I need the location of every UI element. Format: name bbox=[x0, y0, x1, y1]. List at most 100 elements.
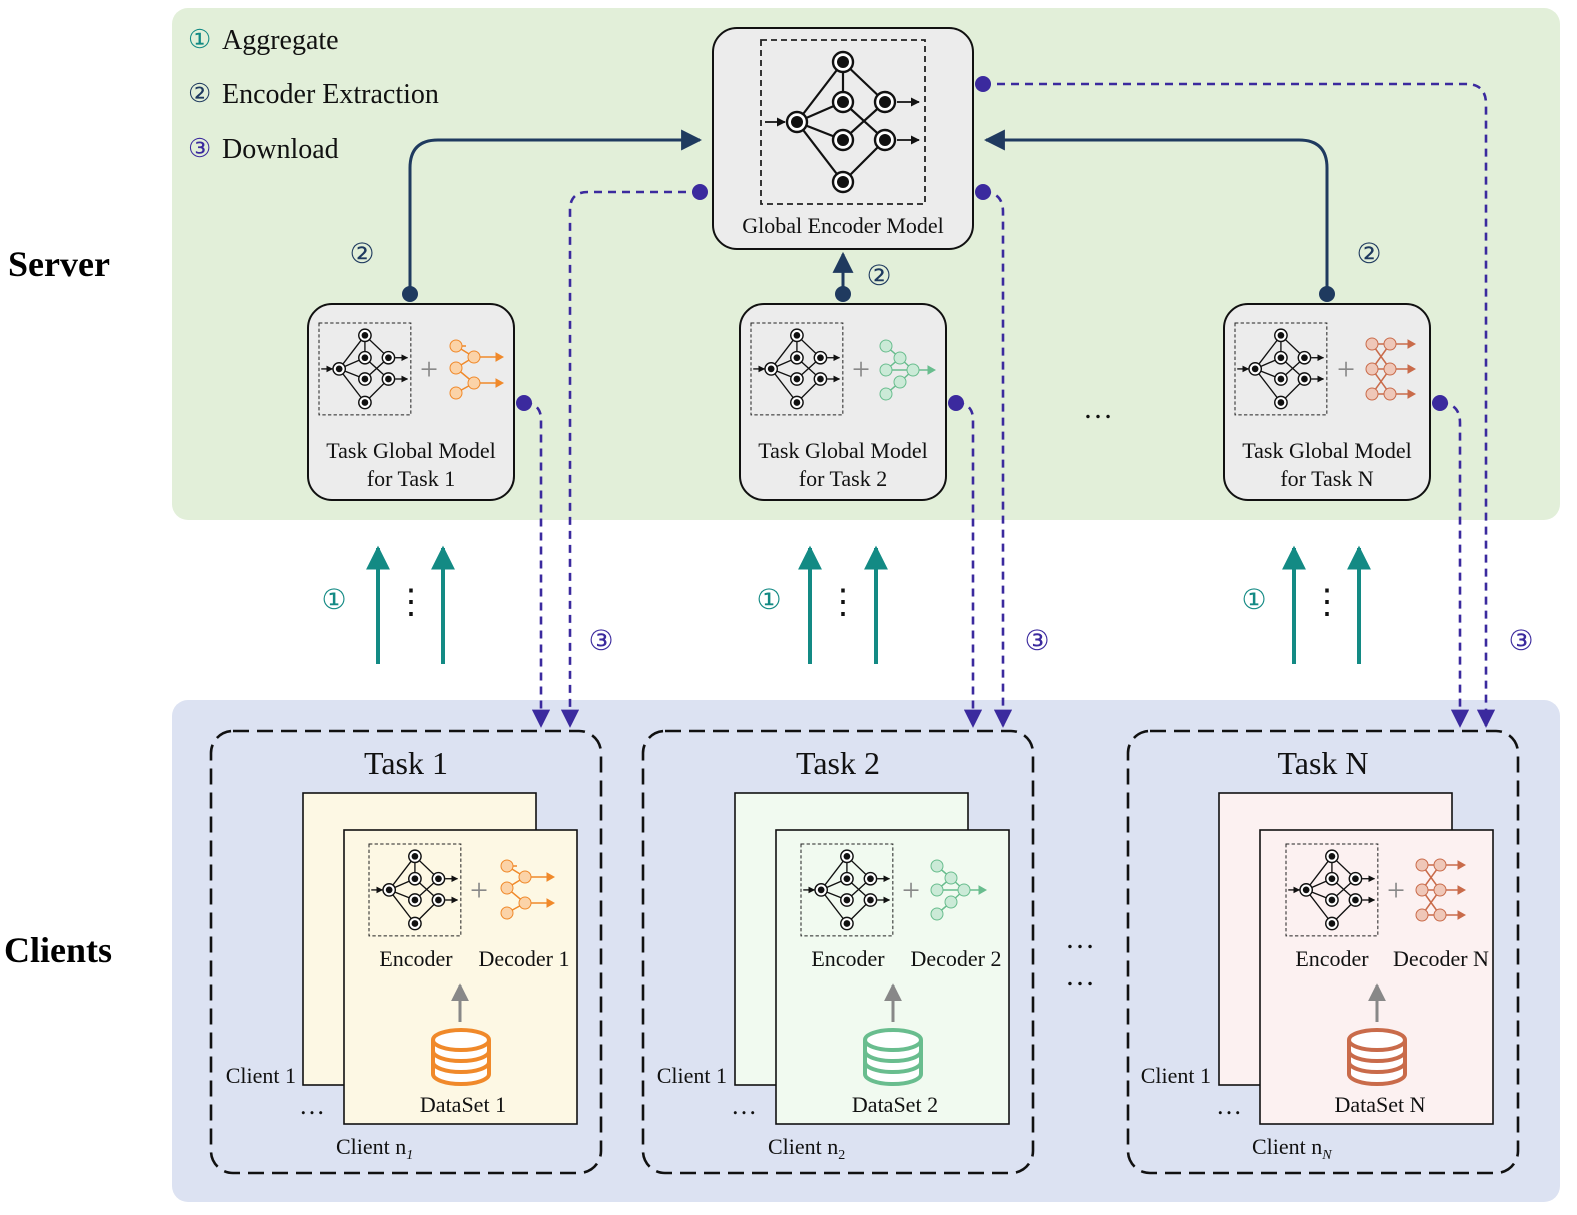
legend-aggregate-number: ① bbox=[188, 25, 211, 54]
database-icon bbox=[1347, 1028, 1407, 1086]
database-icon bbox=[431, 1028, 491, 1086]
task-model-label-line2: for Task 2 bbox=[799, 466, 887, 491]
client-first-label: Client 1 bbox=[226, 1063, 296, 1088]
encoder-label: Encoder bbox=[811, 946, 885, 971]
task-group-border bbox=[1126, 729, 1520, 1175]
global-encoder-network-icon bbox=[760, 39, 926, 205]
client-last-subscript: N bbox=[1321, 1148, 1332, 1163]
extraction-arrow-origins bbox=[402, 286, 1335, 302]
aggregate-arrows bbox=[366, 545, 1371, 664]
task-model-label-line1: Task Global Model bbox=[326, 438, 496, 463]
client-group-taskN: Task N + bbox=[1126, 729, 1520, 1175]
client-last-label: Client nN bbox=[1252, 1134, 1332, 1163]
extraction-marker-taskN: ② bbox=[1356, 239, 1381, 270]
encoder-label: Encoder bbox=[379, 946, 453, 971]
download-arrow-global-to-taskN bbox=[983, 82, 1496, 728]
download-marker-task2: ③ bbox=[1024, 626, 1049, 657]
server-row-label: Server bbox=[8, 244, 110, 284]
aggregate-vertical-ellipses: ⋮ ⋮ ⋮ bbox=[394, 584, 1344, 621]
aggregate-marker-taskN: ① bbox=[1241, 585, 1266, 616]
extraction-origin-dot bbox=[1319, 286, 1335, 302]
dataset-label: DataSet N bbox=[1334, 1092, 1425, 1117]
legend-download-number: ③ bbox=[188, 134, 211, 163]
task-global-model-task1: + Task Global Model for Task 1 bbox=[307, 303, 515, 501]
download-markers: ③ ③ ③ bbox=[588, 626, 1533, 657]
task-global-model-task2: + Task Global Model for Task 2 bbox=[739, 303, 947, 501]
network-node-cores bbox=[791, 56, 891, 188]
legend-item-download: ③ Download bbox=[188, 134, 339, 165]
task-model-label-line2: for Task 1 bbox=[367, 466, 455, 491]
encoder-network-icon bbox=[318, 322, 412, 416]
task-group-title: Task N bbox=[1277, 745, 1368, 781]
client-first-label: Client 1 bbox=[1141, 1063, 1211, 1088]
dataset-label: DataSet 2 bbox=[852, 1092, 938, 1117]
plus-icon: + bbox=[852, 351, 870, 387]
client-group-task1: Task 1 + bbox=[209, 729, 603, 1175]
download-origin-dots bbox=[692, 76, 991, 200]
decoder-icon bbox=[930, 859, 988, 921]
plus-icon: + bbox=[1337, 351, 1355, 387]
encoder-network-icon bbox=[1234, 322, 1328, 416]
plus-icon: + bbox=[470, 872, 488, 908]
task-models-ellipsis: … bbox=[1083, 392, 1113, 425]
global-encoder-label: Global Encoder Model bbox=[742, 213, 944, 238]
download-origin-dot bbox=[975, 76, 991, 92]
aggregate-marker-task1: ① bbox=[321, 585, 346, 616]
client-last-subscript: 1 bbox=[406, 1148, 413, 1163]
legend-aggregate-label: Aggregate bbox=[222, 25, 339, 56]
task-model-label-line2: for Task N bbox=[1280, 466, 1373, 491]
extraction-markers: ② ② ② bbox=[349, 239, 1381, 292]
aggregate-marker-task2: ① bbox=[756, 585, 781, 616]
vertical-ellipsis: ⋮ bbox=[1310, 584, 1344, 621]
decoder-icon bbox=[879, 339, 937, 401]
encoder-network-icon bbox=[800, 843, 894, 937]
task-model-label-line1: Task Global Model bbox=[1242, 438, 1412, 463]
download-marker-taskN: ③ bbox=[1508, 626, 1533, 657]
task-group-border bbox=[641, 729, 1035, 1175]
extraction-marker-task1: ② bbox=[349, 239, 374, 270]
download-arrow-global-to-task1 bbox=[560, 190, 700, 728]
download-origin-dot bbox=[1432, 395, 1448, 411]
task-model-download-dots bbox=[516, 395, 1448, 411]
decoder-label: Decoder N bbox=[1393, 946, 1489, 971]
legend-extraction-number: ② bbox=[188, 79, 211, 108]
decoder-icon bbox=[449, 339, 505, 400]
download-origin-dot bbox=[516, 395, 532, 411]
legend-extraction-label: Encoder Extraction bbox=[222, 79, 439, 110]
clients-ellipsis: … bbox=[731, 1091, 757, 1120]
vertical-ellipsis: ⋮ bbox=[826, 584, 860, 621]
vertical-ellipsis: ⋮ bbox=[394, 584, 428, 621]
clients-ellipsis: … bbox=[1216, 1091, 1242, 1120]
decoder-label: Decoder 2 bbox=[910, 946, 1001, 971]
decoder-icon bbox=[1365, 337, 1417, 401]
encoder-label: Encoder bbox=[1295, 946, 1369, 971]
encoder-network-icon bbox=[368, 843, 462, 937]
global-encoder-model: Global Encoder Model bbox=[712, 27, 974, 250]
task-group-title: Task 2 bbox=[796, 745, 880, 781]
extraction-origin-dot bbox=[402, 286, 418, 302]
database-icon bbox=[863, 1028, 923, 1086]
legend-download-label: Download bbox=[222, 134, 339, 165]
client-last-subscript: 2 bbox=[838, 1148, 845, 1163]
task-global-model-taskN: + Task Global Model for Task N bbox=[1223, 303, 1431, 501]
decoder-icon bbox=[500, 859, 556, 920]
extraction-origin-dot bbox=[835, 286, 851, 302]
dataset-label: DataSet 1 bbox=[420, 1092, 506, 1117]
server-region bbox=[172, 8, 1560, 520]
download-origin-dot bbox=[692, 184, 708, 200]
clients-row-label: Clients bbox=[4, 930, 112, 970]
task-group-title: Task 1 bbox=[364, 745, 448, 781]
client-group-task2: Task 2 + bbox=[641, 729, 1035, 1175]
extraction-arrow-task1 bbox=[408, 129, 703, 293]
download-origin-dot bbox=[975, 184, 991, 200]
extraction-arrow-taskN bbox=[983, 129, 1329, 293]
task-groups-ellipsis: … bbox=[1065, 959, 1095, 992]
client-last-text: Client n bbox=[336, 1134, 406, 1159]
task-groups-ellipsis: … bbox=[1065, 922, 1095, 955]
client-last-text: Client n bbox=[1252, 1134, 1322, 1159]
task-model-label-line1: Task Global Model bbox=[758, 438, 928, 463]
plus-icon: + bbox=[1387, 872, 1405, 908]
legend-item-aggregate: ① Aggregate bbox=[188, 25, 339, 56]
legend: ① Aggregate ② Encoder Extraction ③ Downl… bbox=[188, 25, 439, 165]
